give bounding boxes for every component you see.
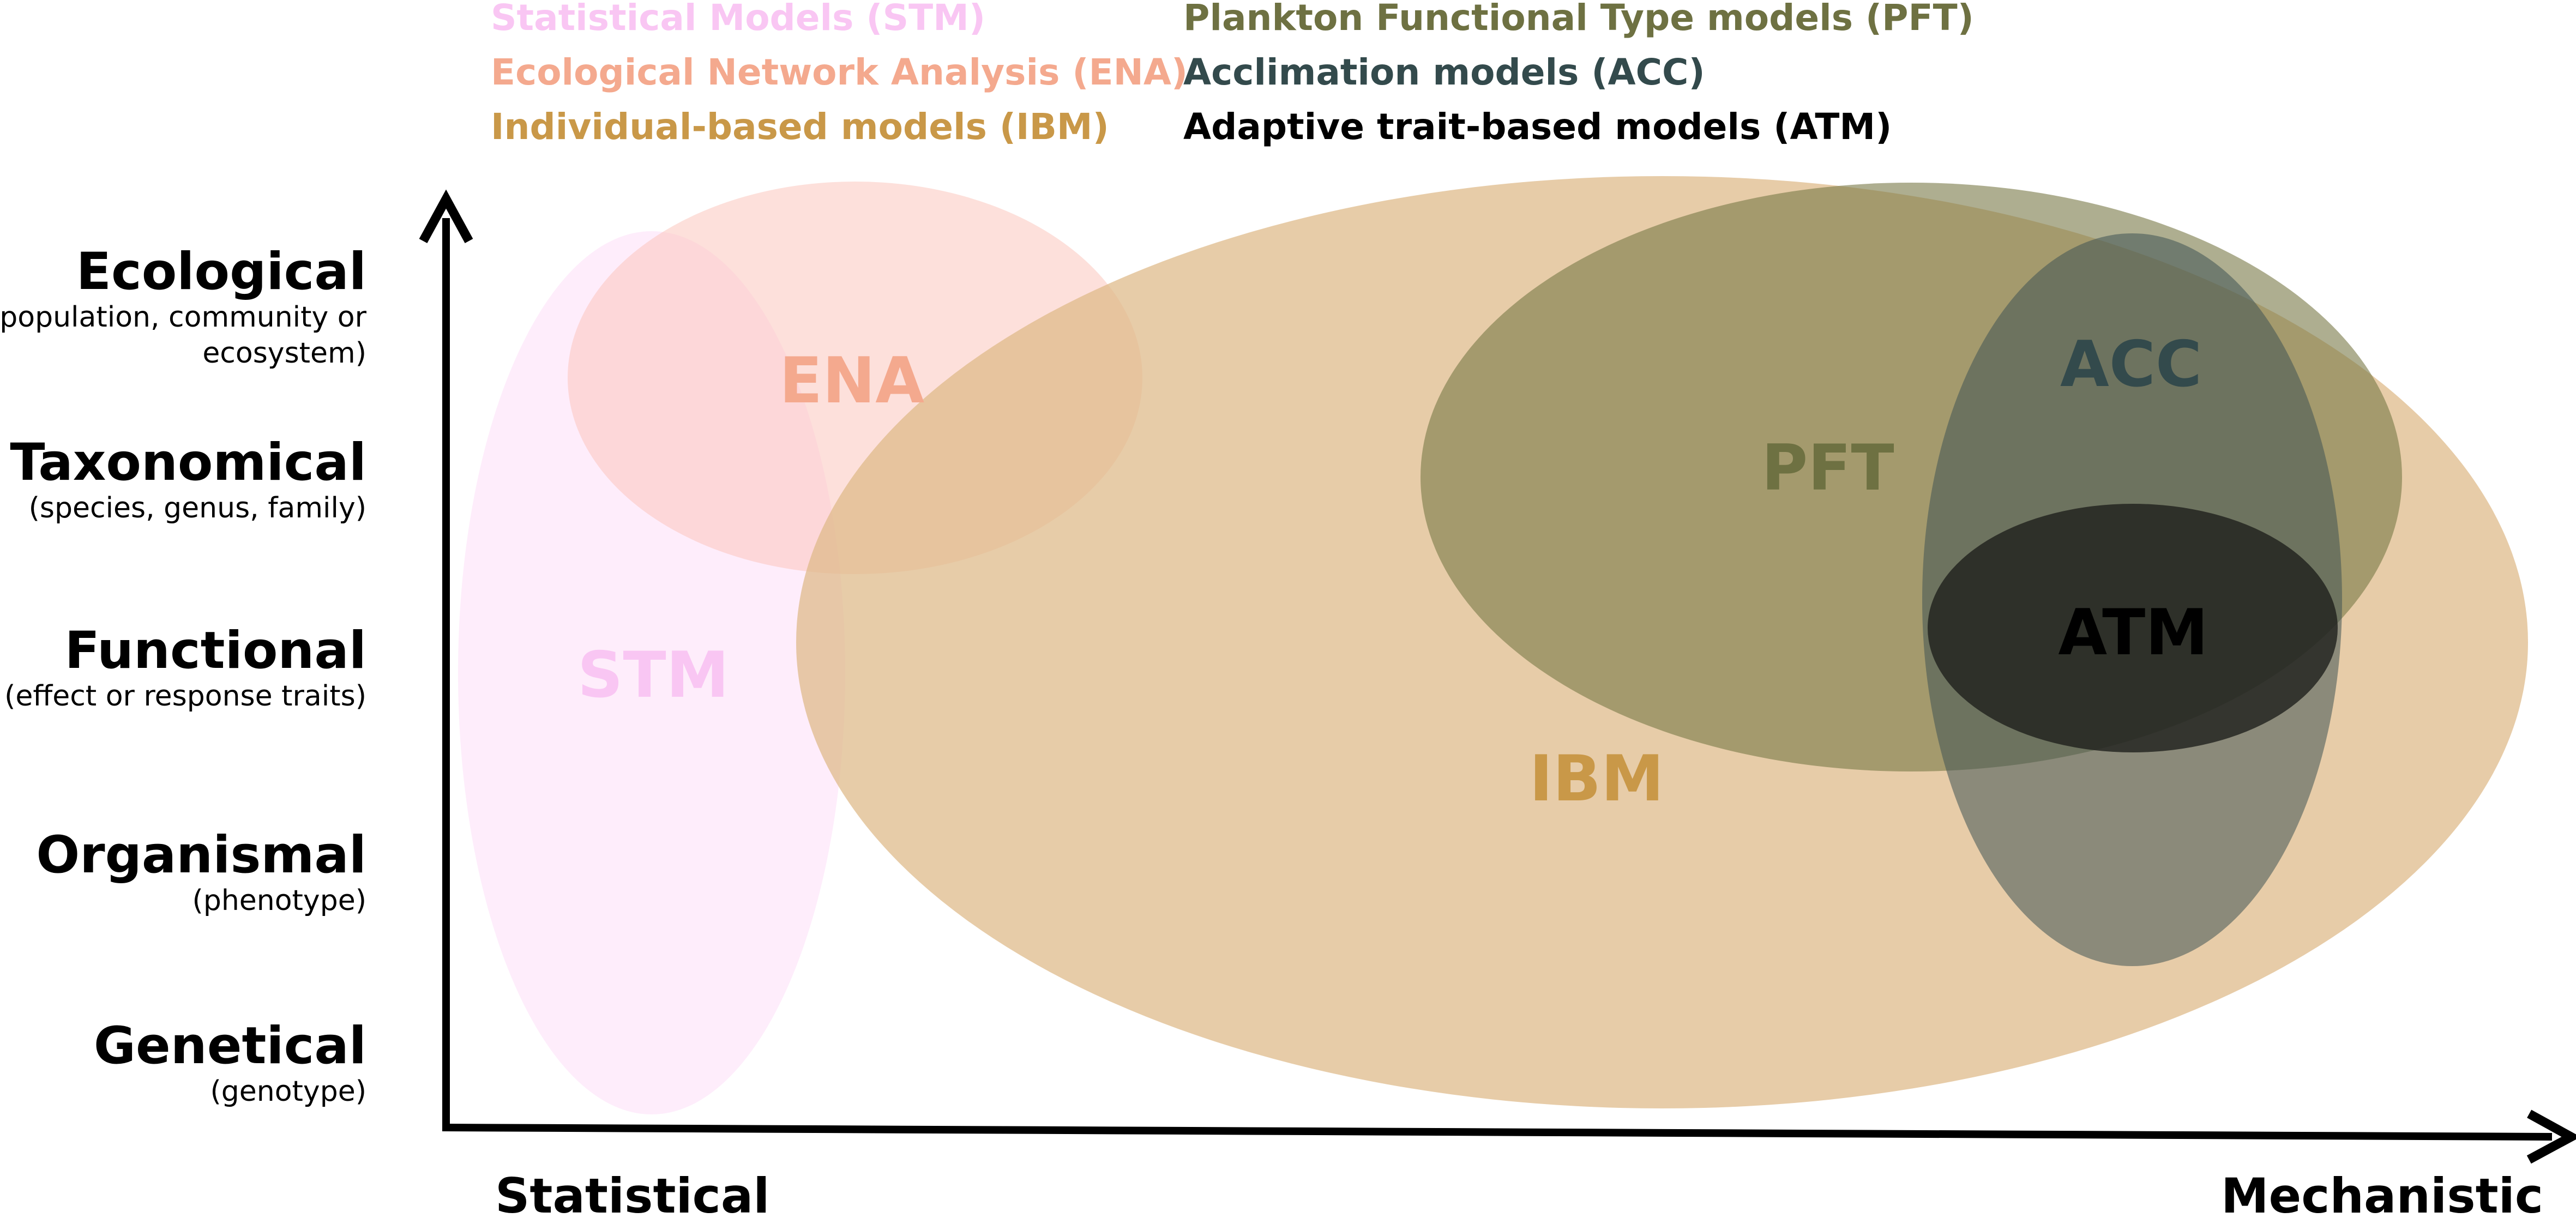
pft-label: PFT <box>1761 431 1894 505</box>
atm-label: ATM <box>2058 596 2208 670</box>
level-ecological-name: Ecological <box>76 242 366 302</box>
legend-ibm: Individual-based models (IBM) <box>491 106 1109 148</box>
level-taxonomical-desc: (species, genus, family) <box>28 491 366 524</box>
atm-region <box>1928 504 2338 752</box>
legend-ena: Ecological Network Analysis (ENA) <box>491 51 1188 93</box>
level-ecological-desc-2: ecosystem) <box>202 337 366 370</box>
acc-label: ACC <box>2060 328 2202 401</box>
ibm-label: IBM <box>1529 742 1664 816</box>
x-axis-end-label: Mechanistic <box>2220 1168 2543 1224</box>
stm-label: STM <box>577 638 729 712</box>
x-axis <box>442 1110 2576 1164</box>
legend-pft: Plankton Functional Type models (PFT) <box>1183 0 1974 39</box>
legend-stm: Statistical Models (STM) <box>491 0 985 39</box>
level-functional-desc: (effect or response traits) <box>4 679 366 713</box>
level-ecological: Ecological (population, community or eco… <box>0 245 366 372</box>
level-ecological-desc-1: (population, community or <box>0 300 366 334</box>
level-genetical-name: Genetical <box>93 1016 366 1076</box>
level-taxonomical-name: Taxonomical <box>10 433 366 492</box>
ena-label: ENA <box>779 344 924 418</box>
level-functional: Functional (effect or response traits) <box>4 624 366 714</box>
level-genetical: Genetical (genotype) <box>93 1016 366 1110</box>
level-organismal-desc: (phenotype) <box>192 884 366 917</box>
level-organismal: Organismal (phenotype) <box>36 825 366 919</box>
x-axis-start-label: Statistical <box>495 1168 770 1224</box>
level-functional-name: Functional <box>64 621 366 680</box>
level-taxonomical: Taxonomical (species, genus, family) <box>10 436 366 526</box>
legend-atm: Adaptive trait-based models (ATM) <box>1183 106 1892 148</box>
legend-acc: Acclimation models (ACC) <box>1183 51 1705 93</box>
level-genetical-desc: (genotype) <box>210 1075 366 1108</box>
level-organismal-name: Organismal <box>36 825 366 885</box>
